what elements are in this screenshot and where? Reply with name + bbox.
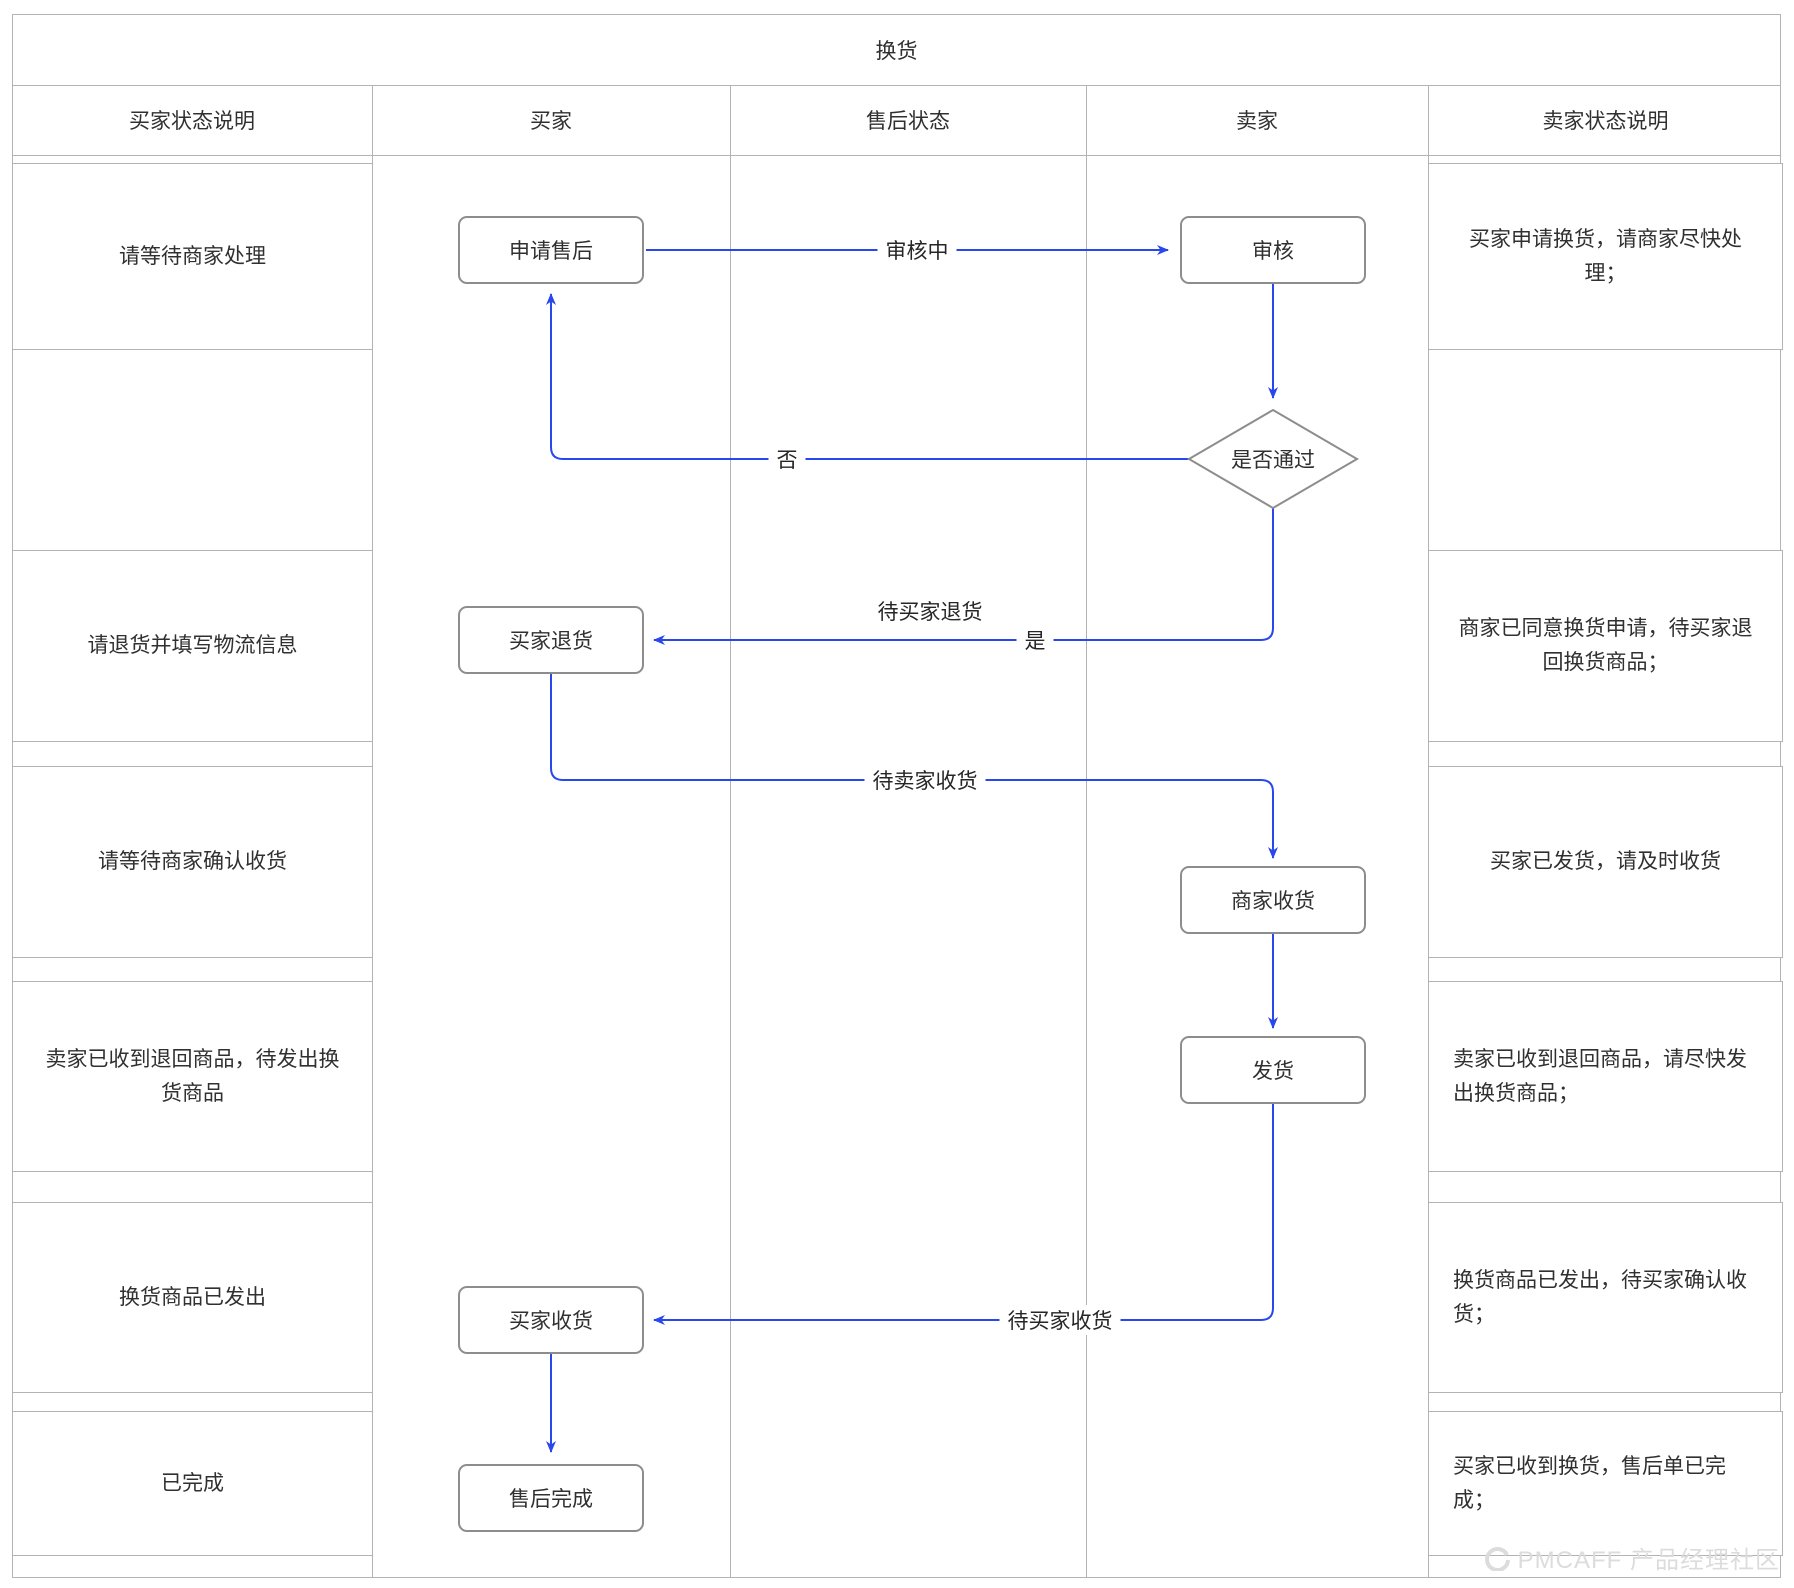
decision-diamond [1187,408,1359,510]
edge-label-reviewing: 审核中 [877,235,957,265]
seller-status-row-5: 卖家已收到退回商品，请尽快发出换货商品； [1428,981,1783,1172]
seller-status-row-1: 买家申请换货，请商家尽快处理； [1428,163,1783,350]
edge-label-wait-buyer-return: 待买家退货 [869,596,991,626]
edge-ship-to-buyer-receive [653,1104,1274,1325]
seller-status-row-7: 买家已收到换货，售后单已完成； [1428,1411,1783,1556]
lane-divider-3 [1086,85,1087,1578]
edge-label-wait-seller-receive: 待卖家收货 [864,765,986,795]
lane-divider-2 [730,85,731,1578]
edge-label-no: 否 [768,444,806,474]
edge-label-wait-buyer-receive: 待买家收货 [999,1305,1121,1335]
node-buyer-return: 买家退货 [458,606,644,674]
edge-label-yes: 是 [1016,625,1054,655]
header-buyer: 买家 [530,110,572,133]
pmcaff-logo-icon [1484,1546,1510,1571]
diagram-title: 换货 [875,39,918,63]
node-aftersale-complete: 售后完成 [458,1464,644,1532]
node-ship: 发货 [1180,1036,1366,1104]
header-aftersale-status: 售后状态 [866,110,950,133]
node-review: 审核 [1180,216,1366,284]
node-apply-aftersale: 申请售后 [458,216,644,284]
seller-status-row-3: 商家已同意换货申请，待买家退回换货商品； [1428,550,1783,742]
buyer-status-row-5: 卖家已收到退回商品，待发出换货商品 [12,981,373,1172]
seller-status-row-6: 换货商品已发出，待买家确认收货； [1428,1202,1783,1393]
node-decision-label: 是否通过 [1231,449,1315,472]
header-divider [12,155,1781,156]
node-buyer-receive: 买家收货 [458,1286,644,1354]
watermark-text: PMCAFF 产品经理社区 [1517,1547,1780,1574]
watermark: PMCAFF 产品经理社区 [1484,1540,1780,1575]
header-seller-status: 卖家状态说明 [1542,110,1669,133]
title-divider [12,85,1781,86]
edge-decision-yes-to-buyer-return [653,508,1274,645]
buyer-status-row-1: 请等待商家处理 [12,163,373,350]
header-seller: 卖家 [1236,110,1278,133]
edge-decision-no-to-apply [546,293,1191,460]
buyer-status-row-4: 请等待商家确认收货 [12,766,373,958]
header-buyer-status: 买家状态说明 [129,110,255,133]
buyer-status-row-3: 请退货并填写物流信息 [12,550,373,742]
buyer-status-row-6: 换货商品已发出 [12,1202,373,1393]
seller-status-row-4: 买家已发货，请及时收货 [1428,766,1783,958]
node-merchant-receive: 商家收货 [1180,866,1366,934]
buyer-status-row-7: 已完成 [12,1411,373,1556]
